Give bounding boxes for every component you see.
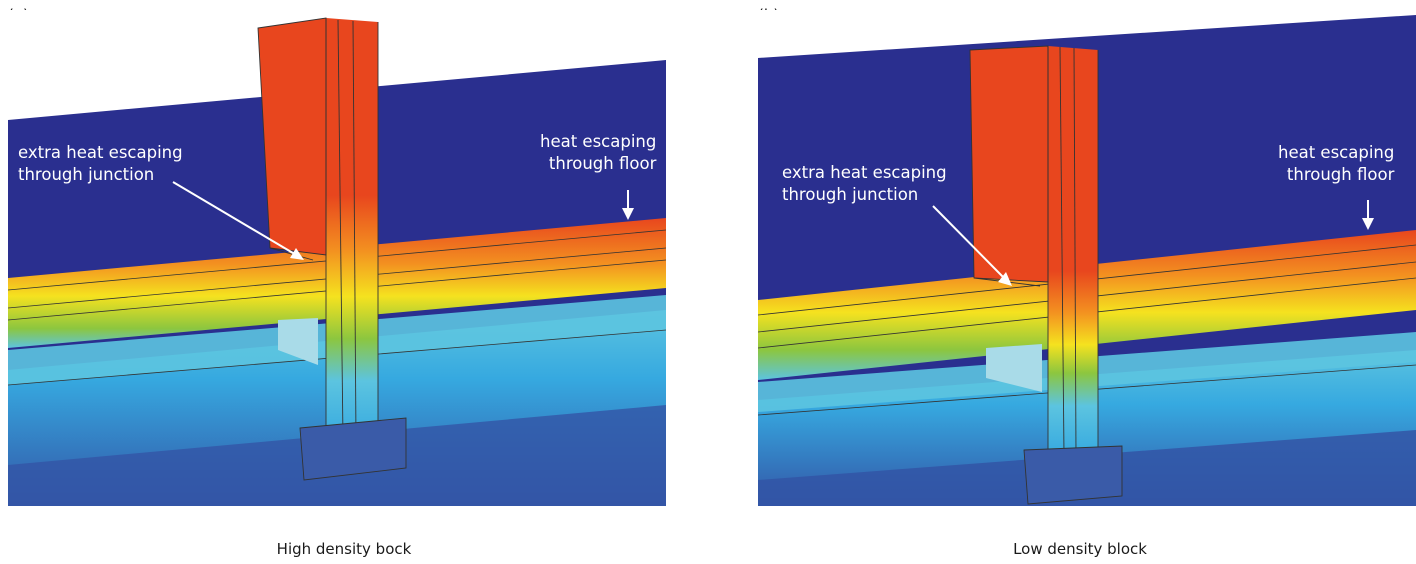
- panel-b-caption: Low density block: [1013, 540, 1147, 558]
- panel-b-floor-label: heat escaping through floor: [1278, 143, 1395, 184]
- panel-a-junction-label: extra heat escaping through junction: [18, 143, 183, 184]
- thermal-model-b: [758, 10, 1416, 506]
- junction-arrow: [172, 181, 304, 260]
- junction-arrow: [932, 205, 1012, 286]
- wall-core: [326, 18, 378, 440]
- panel-b-junction-label: extra heat escaping through junction: [782, 163, 947, 204]
- foundation-block: [986, 344, 1042, 392]
- footing: [1023, 445, 1123, 505]
- thermal-model-a: [8, 10, 666, 506]
- floor-arrow: [622, 190, 634, 220]
- wall-face: [970, 46, 1048, 282]
- floor-arrow: [1362, 200, 1374, 230]
- foundation-block: [278, 318, 318, 365]
- wall-core: [1048, 46, 1098, 455]
- panel-a-floor-label: heat escaping through floor: [540, 132, 657, 173]
- footing: [299, 417, 407, 481]
- sky-region: [758, 10, 1416, 58]
- panel-b-simulation: [758, 10, 1416, 506]
- panel-a-caption: High density bock: [276, 540, 412, 558]
- panel-a-simulation: [8, 10, 666, 506]
- wall-face: [258, 18, 326, 255]
